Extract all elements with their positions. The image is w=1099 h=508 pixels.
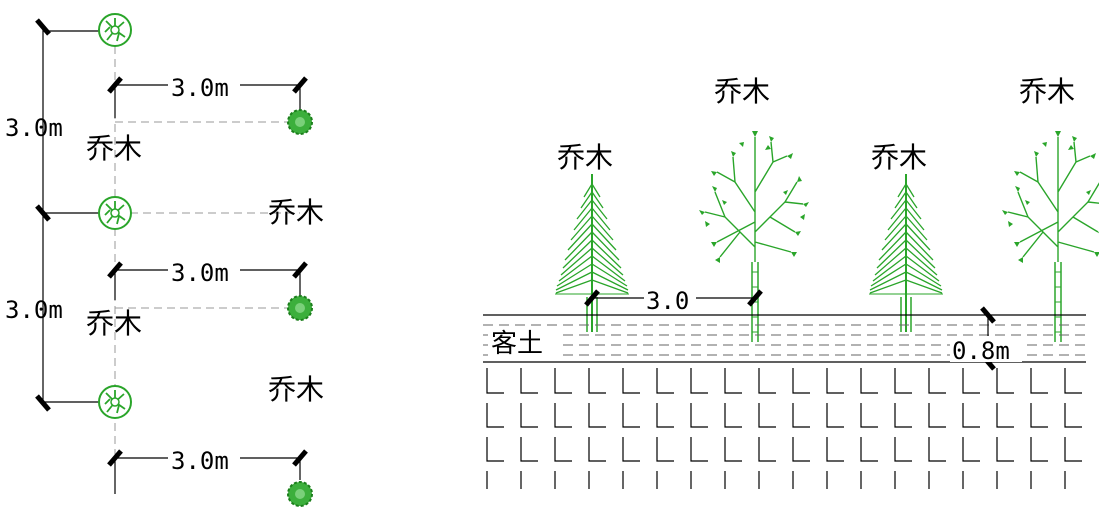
shrub-plan-symbol: [287, 295, 313, 321]
section-view: 乔木 乔木 乔木 乔木 客土 3.0: [483, 75, 1099, 489]
tree-plan-symbol: [98, 385, 132, 419]
plan-view: 3.0m 3.0m 3.0m 3.0m 3.0m: [5, 13, 324, 507]
dimension-tick: [107, 76, 123, 94]
dimension-tick: [107, 261, 123, 279]
dimension-tick: [584, 289, 600, 307]
section-dimension-label: 3.0: [646, 287, 689, 315]
horizontal-dimension-label: 3.0m: [171, 259, 229, 287]
tree-label: 乔木: [268, 196, 324, 229]
shrub-plan-symbol: [287, 109, 313, 135]
horizontal-dimension-label: 3.0m: [171, 447, 229, 475]
vertical-dimension-label: 3.0m: [5, 296, 63, 324]
tree-plan-symbol: [98, 196, 132, 230]
tree-label: 乔木: [714, 75, 770, 108]
dimension-tick: [980, 306, 996, 324]
deciduous-tree-elevation: [698, 130, 810, 343]
dimension-tick: [107, 449, 123, 467]
shrub-plan-symbol: [287, 481, 313, 507]
subsoil-hatch: [486, 368, 1082, 489]
deciduous-tree-elevation: [1001, 130, 1099, 343]
dimension-tick: [35, 18, 51, 36]
tree-plan-symbol: [98, 13, 132, 47]
horizontal-dimension-label: 3.0m: [171, 74, 229, 102]
tree-label: 乔木: [268, 373, 324, 406]
dimension-tick: [35, 394, 51, 412]
tree-label: 乔木: [871, 141, 927, 174]
tree-label: 乔木: [86, 132, 142, 165]
depth-dimension-label: 0.8m: [952, 337, 1010, 365]
tree-label: 乔木: [1019, 75, 1075, 108]
dimension-tick: [747, 289, 763, 307]
tree-label: 乔木: [557, 141, 613, 174]
tree-label: 乔木: [86, 307, 142, 340]
conifer-elevation: [868, 173, 944, 333]
vertical-dimension-label: 3.0m: [5, 114, 63, 142]
soil-label: 客土: [491, 329, 543, 359]
conifer-elevation: [554, 173, 630, 333]
